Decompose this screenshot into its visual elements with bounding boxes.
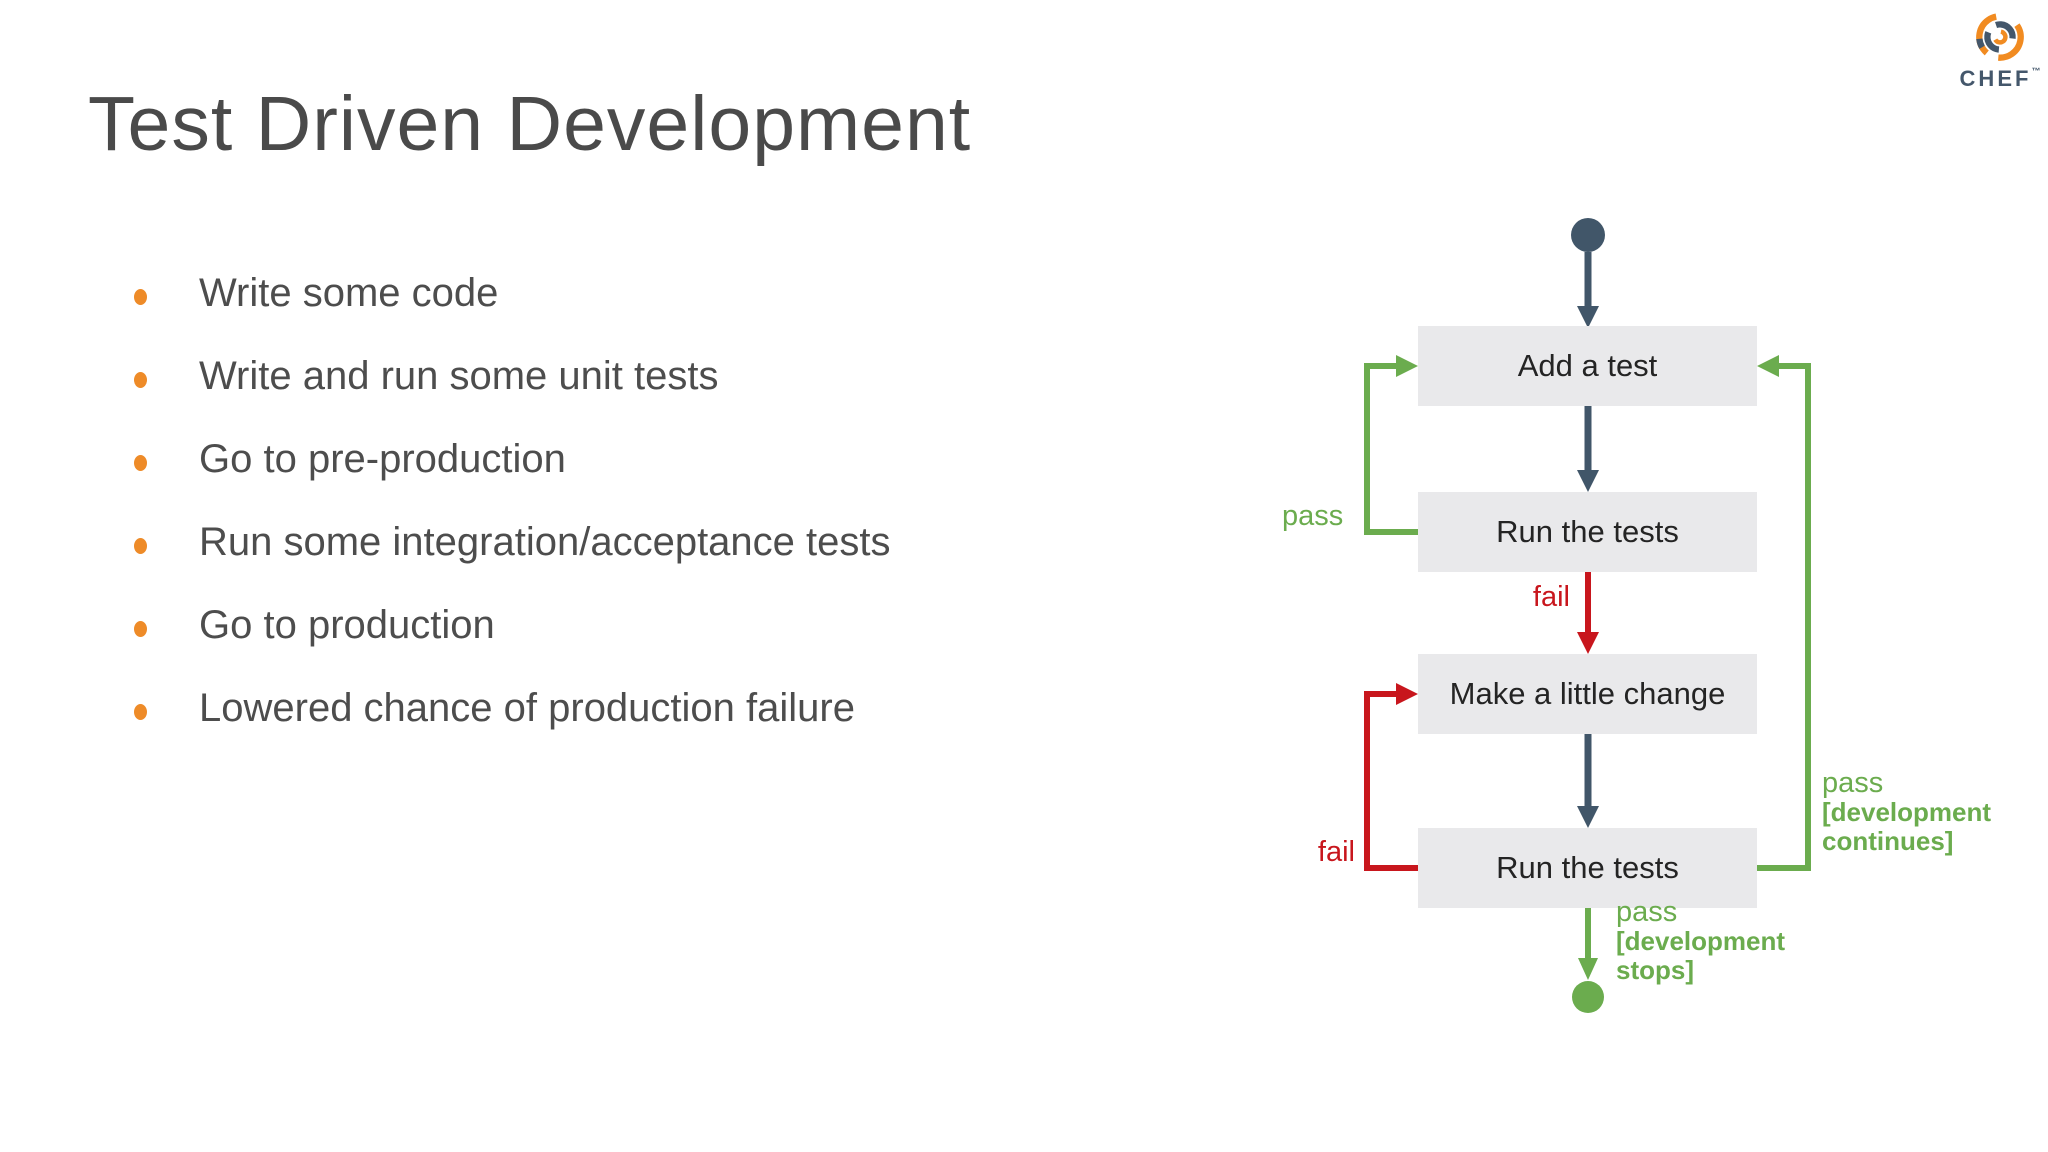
bullet-item: Run some integration/acceptance tests [134, 501, 891, 584]
bullet-text: Run some integration/acceptance tests [199, 520, 891, 564]
chef-logo-icon [1976, 13, 2024, 61]
edge-label-note: [development [1822, 797, 1992, 827]
chef-logo: CHEF™ [1958, 10, 2042, 92]
start-node-icon [1571, 218, 1605, 252]
page-title: Test Driven Development [88, 81, 972, 167]
bullet-text: Write and run some unit tests [199, 354, 719, 398]
chef-logo-text: CHEF [1959, 66, 2032, 91]
bullet-text: Write some code [199, 271, 499, 315]
edge-label-pass-left: pass [1282, 500, 1344, 532]
edge-label-note: stops] [1616, 955, 1694, 985]
edge-label-word: pass [1822, 767, 1884, 799]
edge-label-fail-mid: fail [1532, 581, 1570, 613]
bullet-text: Go to production [199, 603, 495, 647]
bullet-item: Go to production [134, 584, 891, 667]
pass-loop-left-line [1364, 363, 1418, 535]
flow-node-run-tests-1: Run the tests [1418, 492, 1757, 572]
edge-label-word: pass [1616, 896, 1678, 928]
flow-node-label: Make a little change [1449, 676, 1726, 711]
bullet-icon [134, 703, 147, 720]
arrowhead-icon [1577, 806, 1599, 828]
bullet-list: Write some code Write and run some unit … [134, 252, 891, 750]
pass-arrows [1364, 355, 1811, 1013]
bullet-icon [134, 288, 147, 305]
arrowhead-icon [1396, 355, 1418, 377]
bullet-text: Lowered chance of production failure [199, 686, 855, 730]
edge-label-note: [development [1616, 926, 1786, 956]
bullet-icon [134, 371, 147, 388]
end-node-icon [1572, 981, 1604, 1013]
flow-node-label: Add a test [1517, 348, 1658, 383]
edge-label-pass-bottom: pass [development stops] [1616, 897, 1785, 985]
trademark-symbol: ™ [2031, 66, 2041, 76]
flow-node-label: Run the tests [1496, 514, 1679, 549]
bullet-item: Write and run some unit tests [134, 335, 891, 418]
flow-node-make-change: Make a little change [1418, 654, 1757, 734]
pass-loop-right-line [1757, 363, 1811, 871]
bullet-icon [134, 537, 147, 554]
chef-logo-wordmark: CHEF™ [1958, 66, 2042, 92]
flow-node-add-test: Add a test [1418, 326, 1757, 406]
flow-arrows [1577, 252, 1599, 828]
flow-node-label: Run the tests [1496, 850, 1679, 885]
arrowhead-icon [1577, 632, 1599, 654]
arrowhead-icon [1577, 306, 1599, 328]
bullet-item: Lowered chance of production failure [134, 667, 891, 750]
arrowhead-icon [1396, 683, 1418, 705]
edge-label-fail-loop: fail [1317, 836, 1355, 868]
fail-loop-line [1364, 691, 1418, 871]
bullet-text: Go to pre-production [199, 437, 566, 481]
arrowhead-icon [1578, 958, 1598, 980]
arrowhead-icon [1577, 470, 1599, 492]
arrowhead-icon [1757, 355, 1779, 377]
bullet-icon [134, 454, 147, 471]
bullet-item: Write some code [134, 252, 891, 335]
fail-arrows [1364, 572, 1599, 871]
flow-node-run-tests-2: Run the tests [1418, 828, 1757, 908]
edge-label-pass-right: pass [development continues] [1822, 768, 1991, 856]
bullet-icon [134, 620, 147, 637]
bullet-item: Go to pre-production [134, 418, 891, 501]
edge-label-note: continues] [1822, 826, 1954, 856]
